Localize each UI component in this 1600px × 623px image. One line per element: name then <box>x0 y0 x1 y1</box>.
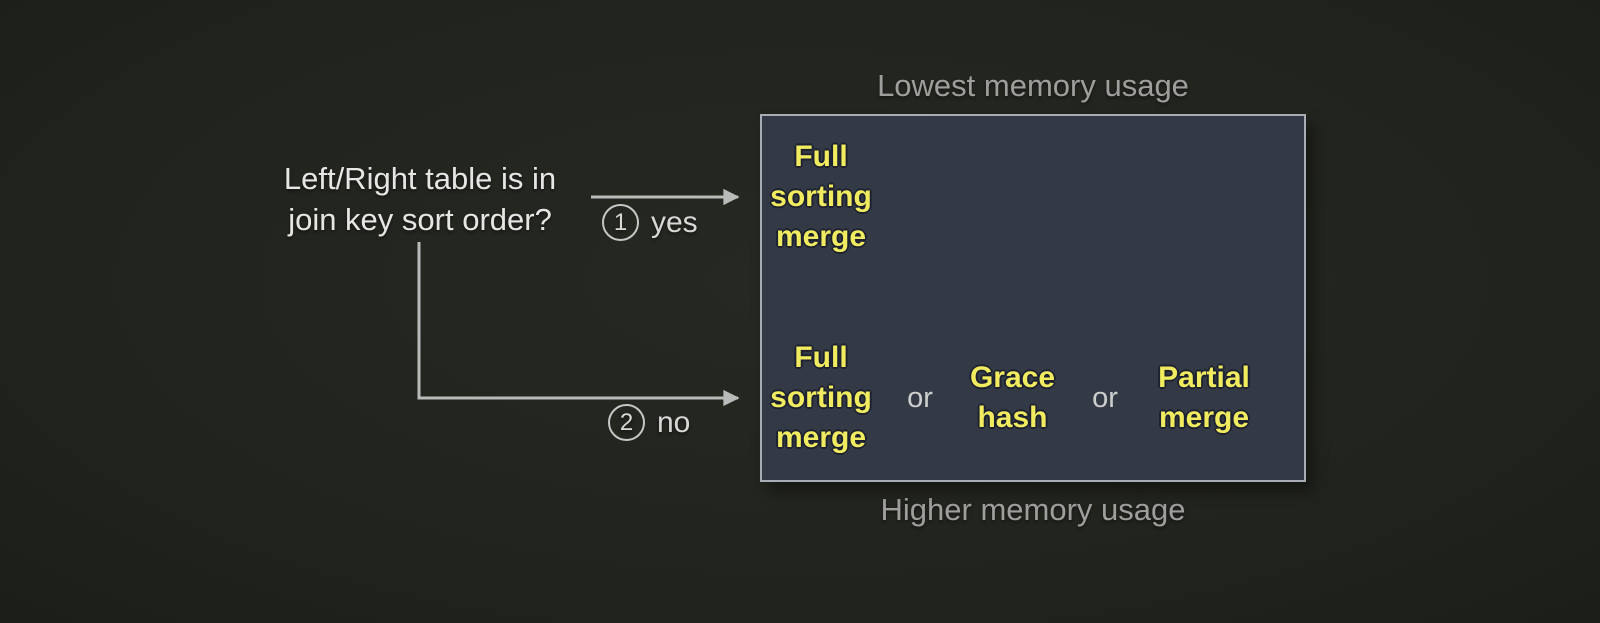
branch-label-yes: 1 yes <box>602 204 698 241</box>
yes-label: yes <box>651 205 698 239</box>
no-elbow-arrow <box>417 242 740 407</box>
branch-label-no: 2 no <box>608 404 690 441</box>
lowest-memory-label: Lowest memory usage <box>877 68 1189 103</box>
or-separator-2: or <box>1092 382 1118 414</box>
no-label: no <box>657 405 691 439</box>
strategy-box <box>760 114 1306 482</box>
strategy-grace-hash: Grace hash <box>969 361 1056 434</box>
strategy-full-sorting-merge-yes: Full sorting merge <box>770 140 872 253</box>
strategy-partial-merge: Partial merge <box>1158 361 1250 434</box>
circled-number-1-icon: 1 <box>602 204 639 241</box>
or-separator-1: or <box>907 382 933 414</box>
circled-number-2-icon: 2 <box>608 404 645 441</box>
strategy-full-sorting-merge-no: Full sorting merge <box>770 341 872 454</box>
higher-memory-label: Higher memory usage <box>880 492 1186 527</box>
question-text: Left/Right table is in join key sort ord… <box>283 161 557 237</box>
